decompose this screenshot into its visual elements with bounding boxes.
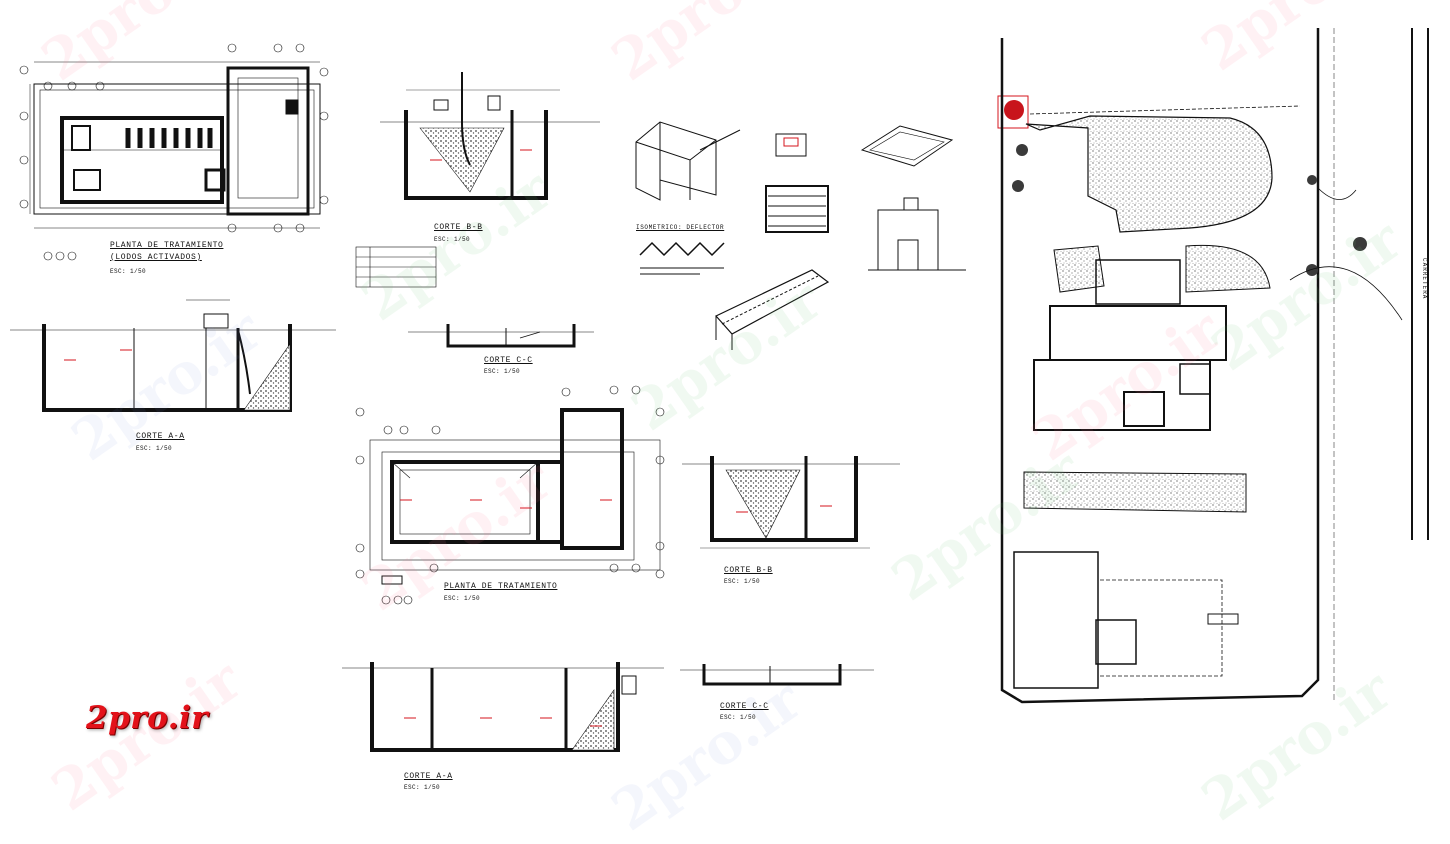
corte-bb-2-scale: ESC: 1/50 bbox=[724, 578, 761, 585]
plan-1-title: PLANTA DE TRATAMIENTO bbox=[110, 241, 224, 250]
plan-1-subtitle: (LODOS ACTIVADOS) bbox=[110, 253, 202, 262]
brand-logo: 2pro.ir bbox=[86, 700, 209, 736]
corte-cc-2-scale: ESC: 1/50 bbox=[720, 714, 757, 721]
site-trees bbox=[1004, 100, 1367, 276]
corte-bb-1-scale: ESC: 1/50 bbox=[434, 236, 471, 243]
corte-cc-1-title: CORTE C-C bbox=[484, 356, 533, 365]
detail-manhole bbox=[860, 125, 966, 271]
road bbox=[1289, 28, 1429, 540]
section-bb-right bbox=[682, 456, 900, 549]
corte-cc-2-title: CORTE C-C bbox=[720, 702, 769, 711]
dimension-marks bbox=[64, 95, 1029, 727]
section-cc-middle bbox=[408, 324, 594, 348]
site-plan bbox=[1000, 28, 1335, 704]
isometric-deflector-title: ISOMETRICO: DEFLECTOR bbox=[636, 224, 725, 231]
detail-pump-box bbox=[765, 133, 829, 233]
plan-treatment-activated-sludge bbox=[19, 43, 329, 261]
section-bb-top bbox=[380, 72, 600, 200]
plan-treatment bbox=[355, 385, 665, 605]
corte-bb-1-title: CORTE B-B bbox=[434, 223, 483, 232]
corte-aa-1-scale: ESC: 1/50 bbox=[136, 445, 173, 452]
drawing-sheet bbox=[10, 28, 1429, 752]
corte-aa-1-title: CORTE A-A bbox=[136, 432, 185, 441]
isometric-deflector bbox=[635, 121, 830, 350]
legend-table bbox=[355, 246, 437, 288]
road-label: CARRETERA bbox=[1421, 258, 1428, 300]
plan-1-scale: ESC: 1/50 bbox=[110, 268, 147, 275]
section-aa-left bbox=[10, 299, 336, 412]
section-cc-bottom bbox=[680, 664, 874, 686]
plan-2-title: PLANTA DE TRATAMIENTO bbox=[444, 582, 558, 591]
corte-aa-2-scale: ESC: 1/50 bbox=[404, 784, 441, 791]
corte-cc-1-scale: ESC: 1/50 bbox=[484, 368, 521, 375]
section-aa-bottom bbox=[342, 662, 664, 752]
corte-bb-2-title: CORTE B-B bbox=[724, 566, 773, 575]
plan-2-scale: ESC: 1/50 bbox=[444, 595, 481, 602]
corte-aa-2-title: CORTE A-A bbox=[404, 772, 453, 781]
